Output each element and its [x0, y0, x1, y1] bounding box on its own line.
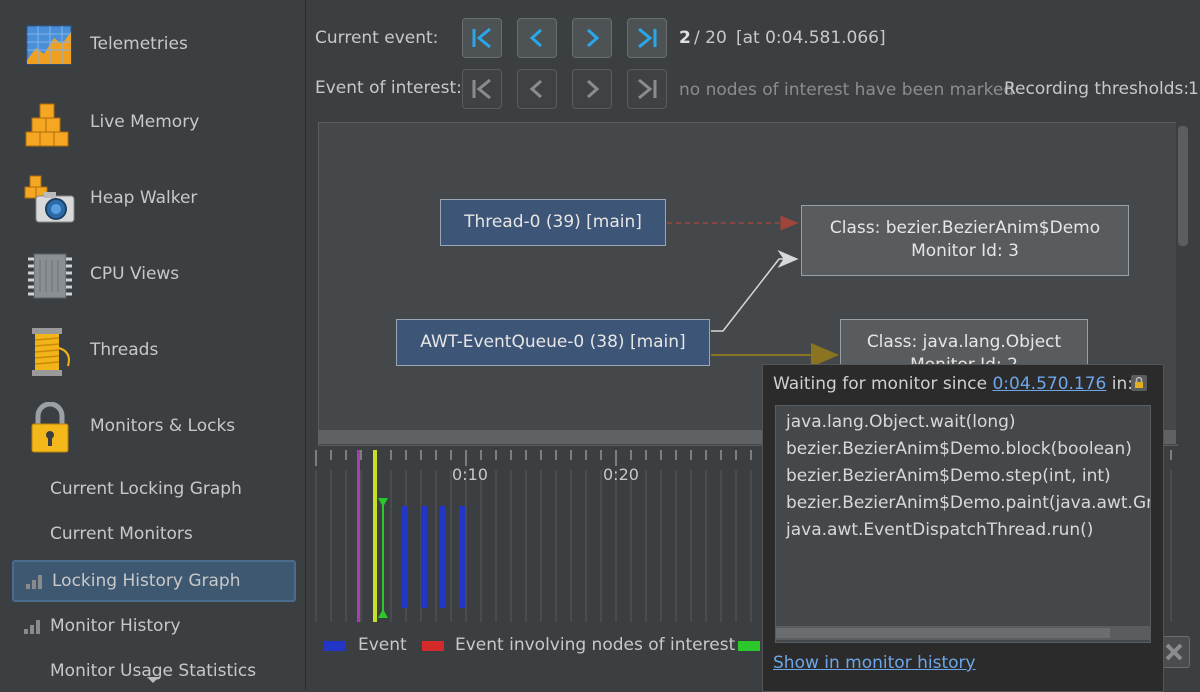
- scroll-down-icon[interactable]: [147, 677, 159, 683]
- range-start-marker: [357, 450, 360, 622]
- sidebar-item-label: Monitor History: [50, 616, 181, 636]
- skip-to-first-icon: [472, 27, 491, 49]
- sidebar-item-label: Heap Walker: [90, 188, 198, 208]
- class-node[interactable]: Class: bezier.BezierAnim$Demo Monitor Id…: [801, 205, 1129, 276]
- next-interest-button[interactable]: [572, 69, 612, 109]
- node-label: Thread-0 (39) [main]: [464, 212, 642, 232]
- cpu-views-icon: [28, 253, 72, 299]
- current-event-label: Current event:: [315, 28, 439, 48]
- show-in-monitor-history-link[interactable]: Show in monitor history: [773, 653, 976, 673]
- sidebar-item-current-locking-graph[interactable]: Current Locking Graph: [12, 470, 292, 508]
- lock-icon: [1135, 376, 1143, 388]
- stack-frame[interactable]: bezier.BezierAnim$Demo.step(int, int): [786, 466, 1111, 486]
- event-time: [at 0:04.581.066]: [736, 28, 886, 48]
- next-event-button[interactable]: [572, 18, 612, 58]
- skip-to-last-icon: [638, 27, 657, 49]
- sidebar-item-cpu-views[interactable]: CPU Views: [0, 242, 305, 312]
- monitors-locks-icon: [31, 402, 69, 453]
- stack-trace-list[interactable]: java.lang.Object.wait(long) bezier.Bezie…: [775, 405, 1151, 643]
- sidebar-item-threads[interactable]: Threads: [0, 318, 305, 388]
- previous-event-button[interactable]: [517, 18, 557, 58]
- marker-bottom-triangle: [378, 609, 388, 618]
- last-event-button[interactable]: [627, 18, 667, 58]
- stack-frame[interactable]: bezier.BezierAnim$Demo.paint(java.awt.Gr…: [786, 493, 1150, 513]
- recording-thresholds-label: Recording thresholds:: [1004, 79, 1190, 99]
- sidebar-item-label: Threads: [90, 340, 159, 360]
- sidebar-item-label: Monitors & Locks: [90, 416, 236, 436]
- heap-walker-icon: [24, 175, 75, 223]
- selected-event-marker[interactable]: [382, 498, 384, 618]
- sidebar-item-locking-history-graph[interactable]: Locking History Graph: [12, 560, 296, 602]
- legend-label: Event involving nodes of interest: [455, 635, 736, 655]
- event-bar[interactable]: [421, 506, 427, 608]
- sidebar-item-label: Locking History Graph: [52, 571, 241, 591]
- event-bar[interactable]: [440, 506, 446, 608]
- sidebar-item-label: Current Locking Graph: [50, 479, 242, 499]
- chevron-left-icon: [529, 28, 542, 48]
- node-label: Class: java.lang.Object: [866, 332, 1062, 352]
- node-label: Monitor Id: 3: [911, 241, 1019, 261]
- live-memory-icon: [25, 103, 69, 147]
- pin-button[interactable]: [1131, 375, 1147, 391]
- event-total: / 20: [694, 28, 727, 48]
- close-icon: [1165, 643, 1183, 661]
- event-bar[interactable]: [402, 506, 408, 608]
- last-interest-button[interactable]: [627, 69, 667, 109]
- first-event-button[interactable]: [462, 18, 502, 58]
- legend-label: Event: [358, 635, 407, 655]
- sidebar-item-label: Monitor Usage Statistics: [50, 661, 257, 681]
- event-of-interest-label: Event of interest:: [315, 78, 462, 98]
- sidebar-item-monitor-usage-statistics[interactable]: Monitor Usage Statistics: [12, 652, 292, 690]
- telemetries-icon: [26, 25, 72, 65]
- legend-swatch: [324, 641, 346, 651]
- chevron-left-icon: [529, 79, 542, 99]
- graph-vertical-scrollbar[interactable]: [1176, 122, 1190, 444]
- first-interest-button[interactable]: [462, 69, 502, 109]
- sidebar-item-monitor-history[interactable]: Monitor History: [12, 607, 292, 645]
- sidebar: Telemetries Live Memory Heap Walker: [0, 0, 306, 690]
- bar-chart-icon: [26, 575, 42, 589]
- stack-frame[interactable]: java.awt.EventDispatchThread.run(): [786, 520, 1094, 540]
- no-nodes-message: no nodes of interest have been marked: [679, 80, 1015, 100]
- sidebar-item-label: Live Memory: [90, 112, 200, 132]
- graph-edges: [667, 215, 839, 367]
- monitor-wait-popup: Waiting for monitor since 0:04.570.176 i…: [762, 364, 1164, 692]
- current-time-marker[interactable]: [373, 450, 377, 622]
- stack-frame[interactable]: bezier.BezierAnim$Demo.block(boolean): [786, 439, 1132, 459]
- bar-chart-icon: [24, 620, 40, 634]
- sidebar-item-live-memory[interactable]: Live Memory: [0, 90, 305, 160]
- skip-to-first-icon: [472, 78, 491, 100]
- event-position: 2: [679, 28, 691, 48]
- stack-frame[interactable]: java.lang.Object.wait(long): [786, 412, 1016, 432]
- sidebar-item-label: CPU Views: [90, 264, 180, 284]
- tick-label: 0:10: [452, 465, 488, 484]
- chevron-right-icon: [587, 79, 600, 99]
- previous-interest-button[interactable]: [517, 69, 557, 109]
- popup-title-text: Waiting for monitor since: [773, 374, 988, 394]
- owner-edge: [711, 250, 799, 332]
- wait-time-link[interactable]: 0:04.570.176: [992, 374, 1107, 394]
- event-bar[interactable]: [459, 506, 465, 608]
- popup-title: Waiting for monitor since 0:04.570.176 i…: [773, 374, 1133, 394]
- sidebar-item-telemetries[interactable]: Telemetries: [0, 12, 305, 82]
- legend-swatch: [738, 641, 760, 651]
- stack-horizontal-scrollbar[interactable]: [776, 626, 1150, 640]
- sidebar-item-label: Telemetries: [90, 34, 188, 54]
- node-label: Class: bezier.BezierAnim$Demo: [829, 218, 1101, 238]
- marker-top-triangle: [378, 498, 388, 507]
- chevron-right-icon: [587, 28, 600, 48]
- sidebar-item-label: Current Monitors: [50, 524, 193, 544]
- sidebar-item-heap-walker[interactable]: Heap Walker: [0, 166, 305, 236]
- thread-node[interactable]: AWT-EventQueue-0 (38) [main]: [396, 319, 710, 366]
- skip-to-last-icon: [638, 78, 657, 100]
- sidebar-item-monitors-locks[interactable]: Monitors & Locks: [0, 394, 305, 464]
- thread-node[interactable]: Thread-0 (39) [main]: [440, 199, 666, 246]
- popup-title-text: in:: [1111, 374, 1134, 394]
- sidebar-item-current-monitors[interactable]: Current Monitors: [12, 515, 292, 553]
- threads-icon: [32, 328, 70, 376]
- legend-swatch: [422, 641, 444, 651]
- recording-thresholds-value: 1: [1188, 79, 1199, 99]
- tick-label: 0:20: [603, 465, 639, 484]
- node-label: AWT-EventQueue-0 (38) [main]: [420, 332, 686, 352]
